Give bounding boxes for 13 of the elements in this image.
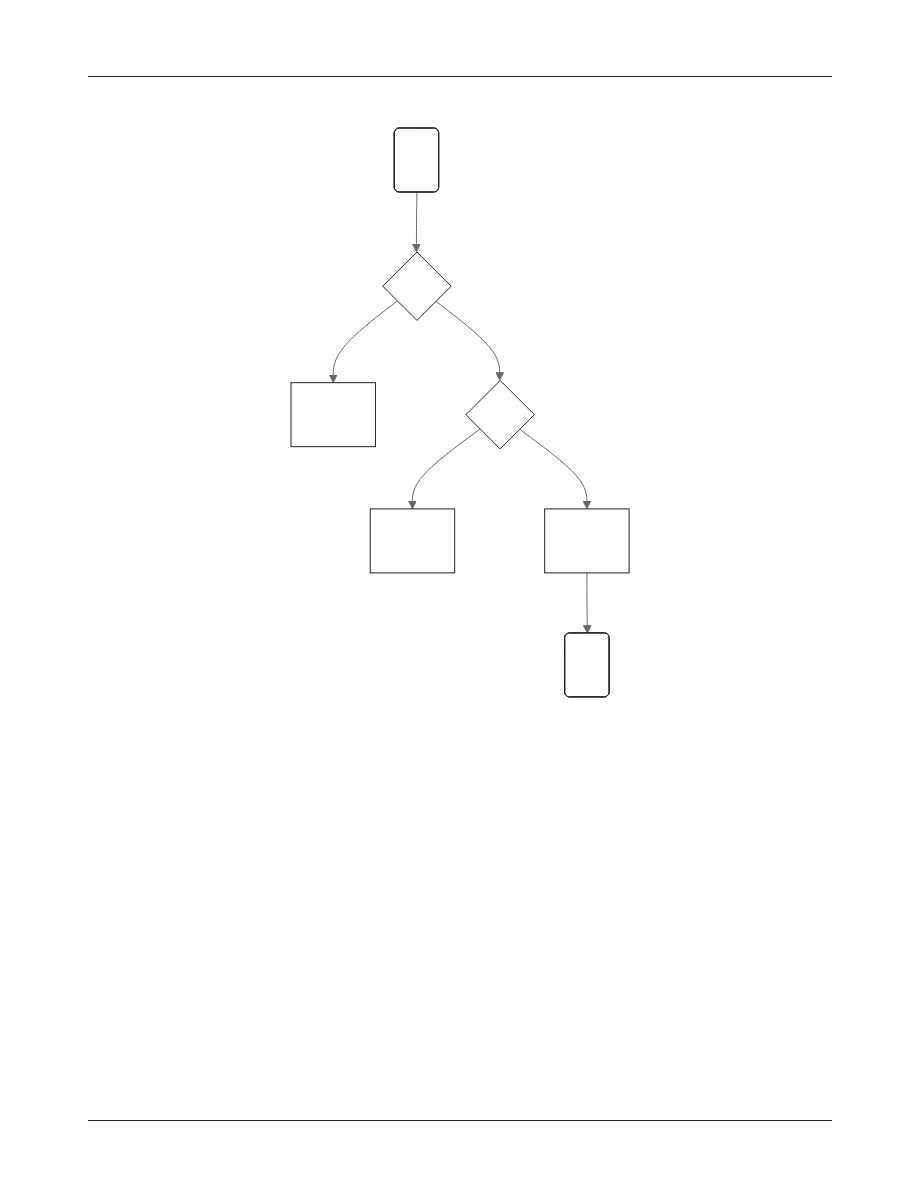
terminal-box xyxy=(393,127,440,193)
arrow xyxy=(328,300,398,384)
arrow xyxy=(408,428,481,510)
process-box xyxy=(369,508,456,574)
arrow xyxy=(412,192,421,253)
process-box xyxy=(290,382,376,448)
decision-diamond xyxy=(465,379,535,450)
decision-diamond xyxy=(382,251,452,321)
process-box xyxy=(544,508,630,574)
arrow xyxy=(582,572,592,634)
terminal-box xyxy=(564,632,610,698)
arrow xyxy=(518,428,592,510)
arrow xyxy=(435,300,504,381)
